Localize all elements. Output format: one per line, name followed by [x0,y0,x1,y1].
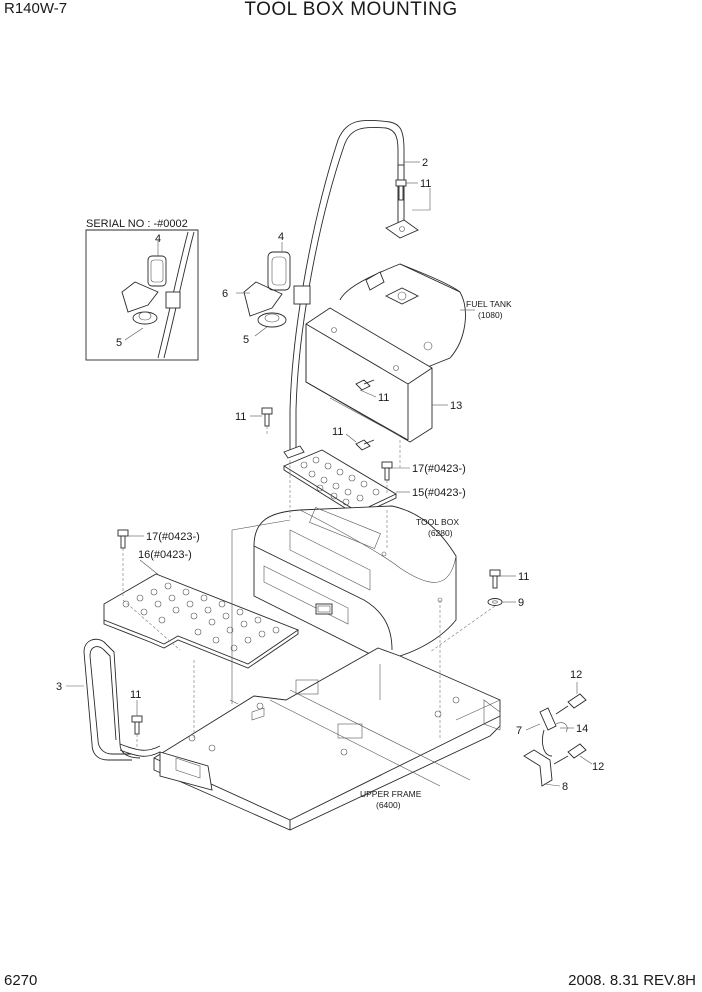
callout-4: 4 [278,231,284,243]
caption-upper-frame: UPPER FRAME [360,789,422,799]
caption-tool-box: TOOL BOX [416,517,459,527]
bolt-11-right [489,569,516,589]
callout-11-right: 11 [518,571,529,583]
callout-16: 16(#0423-) [138,549,192,561]
callout-8: 8 [562,781,568,793]
assembly-guide-lines [122,440,496,740]
mirror-assembly [236,242,311,337]
caption-fuel-tank-ref: (1080) [478,310,503,320]
callout-7: 7 [516,725,522,737]
callout-17-left: 17(#0423-) [146,531,200,543]
callout-11-top: 11 [420,178,431,190]
bolt-17-left [117,529,144,596]
page-number: 6270 [4,972,38,989]
caption-tool-box-ref: (6280) [428,528,453,538]
bracket-8 [523,749,561,787]
inset-callout-4: 4 [155,233,161,245]
callout-11-lower: 11 [332,426,343,438]
bolt-11-left [250,407,273,436]
washer-9 [487,598,516,606]
callout-12-bottom: 12 [592,761,604,773]
cover-13 [305,307,433,443]
callout-11-left: 11 [235,411,246,423]
fuel-tank [339,263,466,371]
callout-17-upper: 17(#0423-) [412,463,466,475]
callout-3: 3 [56,681,62,693]
model-code: R140W-7 [4,0,68,17]
tool-box [253,505,457,663]
callout-6: 6 [222,288,228,300]
plate-15 [283,449,397,517]
callout-5: 5 [243,334,249,346]
callout-9: 9 [518,597,524,609]
caption-upper-frame-ref: (6400) [376,800,401,810]
callout-2: 2 [422,157,428,169]
caption-fuel-tank: FUEL TANK [466,299,512,309]
bolt-11-mid [355,379,377,398]
upper-frame [153,647,501,831]
bolt-11-top [395,179,431,211]
callout-14: 14 [576,723,588,735]
handle-3 [66,638,161,761]
revision-date: 2008. 8.31 REV.8H [568,972,696,989]
bolt-12-top [555,682,587,715]
bolt-11-handle [131,700,143,750]
bolt-12-bottom [553,743,593,765]
callout-15: 15(#0423-) [412,487,466,499]
inset-serial-label: SERIAL NO : -#0002 [86,218,188,230]
bolt-17-upper [381,461,410,494]
callout-11-mid: 11 [378,392,389,404]
inset-callout-5: 5 [116,337,122,349]
lock-pin-7 [525,707,557,757]
serial-inset: SERIAL NO : -#0002 4 5 [85,218,199,361]
callout-13: 13 [450,400,462,412]
callout-12-top: 12 [570,669,582,681]
bolt-11-lower [345,433,375,451]
page-title: TOOL BOX MOUNTING [244,0,458,20]
mat-16 [103,573,299,669]
callout-11-handle: 11 [130,689,141,701]
chain-14 [555,722,574,733]
